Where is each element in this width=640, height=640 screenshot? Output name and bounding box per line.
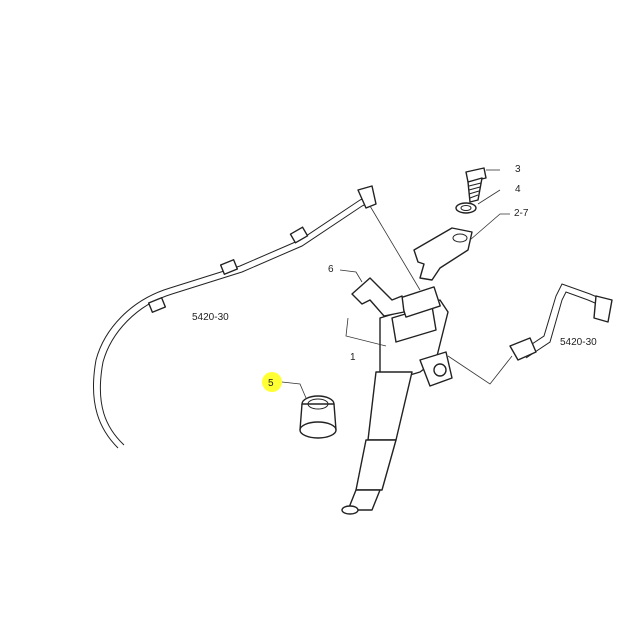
leader-hose-to-injector	[369, 205, 421, 291]
washer	[455, 202, 477, 214]
bolt	[465, 167, 487, 203]
callout-ref-return-hose: 5420-30	[192, 312, 229, 323]
callout-5-highlight	[262, 372, 282, 392]
hose-connector-1	[147, 297, 167, 313]
leader-5	[281, 381, 307, 399]
leader-pipe-to-injector	[447, 355, 513, 385]
seal-sleeve	[299, 395, 337, 439]
callout-4: 4	[515, 184, 521, 195]
callout-6: 6	[328, 264, 334, 275]
callout-2-7: 2-7	[514, 208, 529, 219]
fuel-injector	[341, 286, 453, 515]
leader-1	[345, 317, 387, 347]
callout-1: 1	[350, 352, 356, 363]
hose-connector-3	[289, 226, 309, 244]
leader-2-7	[469, 213, 510, 241]
callout-ref-pipe: 5420-30	[560, 337, 597, 348]
leader-4	[477, 189, 501, 205]
pipe-nut-rail	[593, 295, 613, 323]
leader-6	[339, 269, 363, 283]
hose-connector-2	[219, 259, 239, 275]
callout-5: 5	[268, 378, 274, 389]
callout-3: 3	[515, 164, 521, 175]
pipe-nut-injector	[509, 337, 537, 361]
fuel-return-hose	[92, 185, 377, 449]
retaining-clip	[351, 277, 405, 317]
clamp-bracket	[413, 227, 473, 281]
hose-end-fitting	[357, 185, 377, 209]
high-pressure-pipe	[509, 283, 613, 361]
